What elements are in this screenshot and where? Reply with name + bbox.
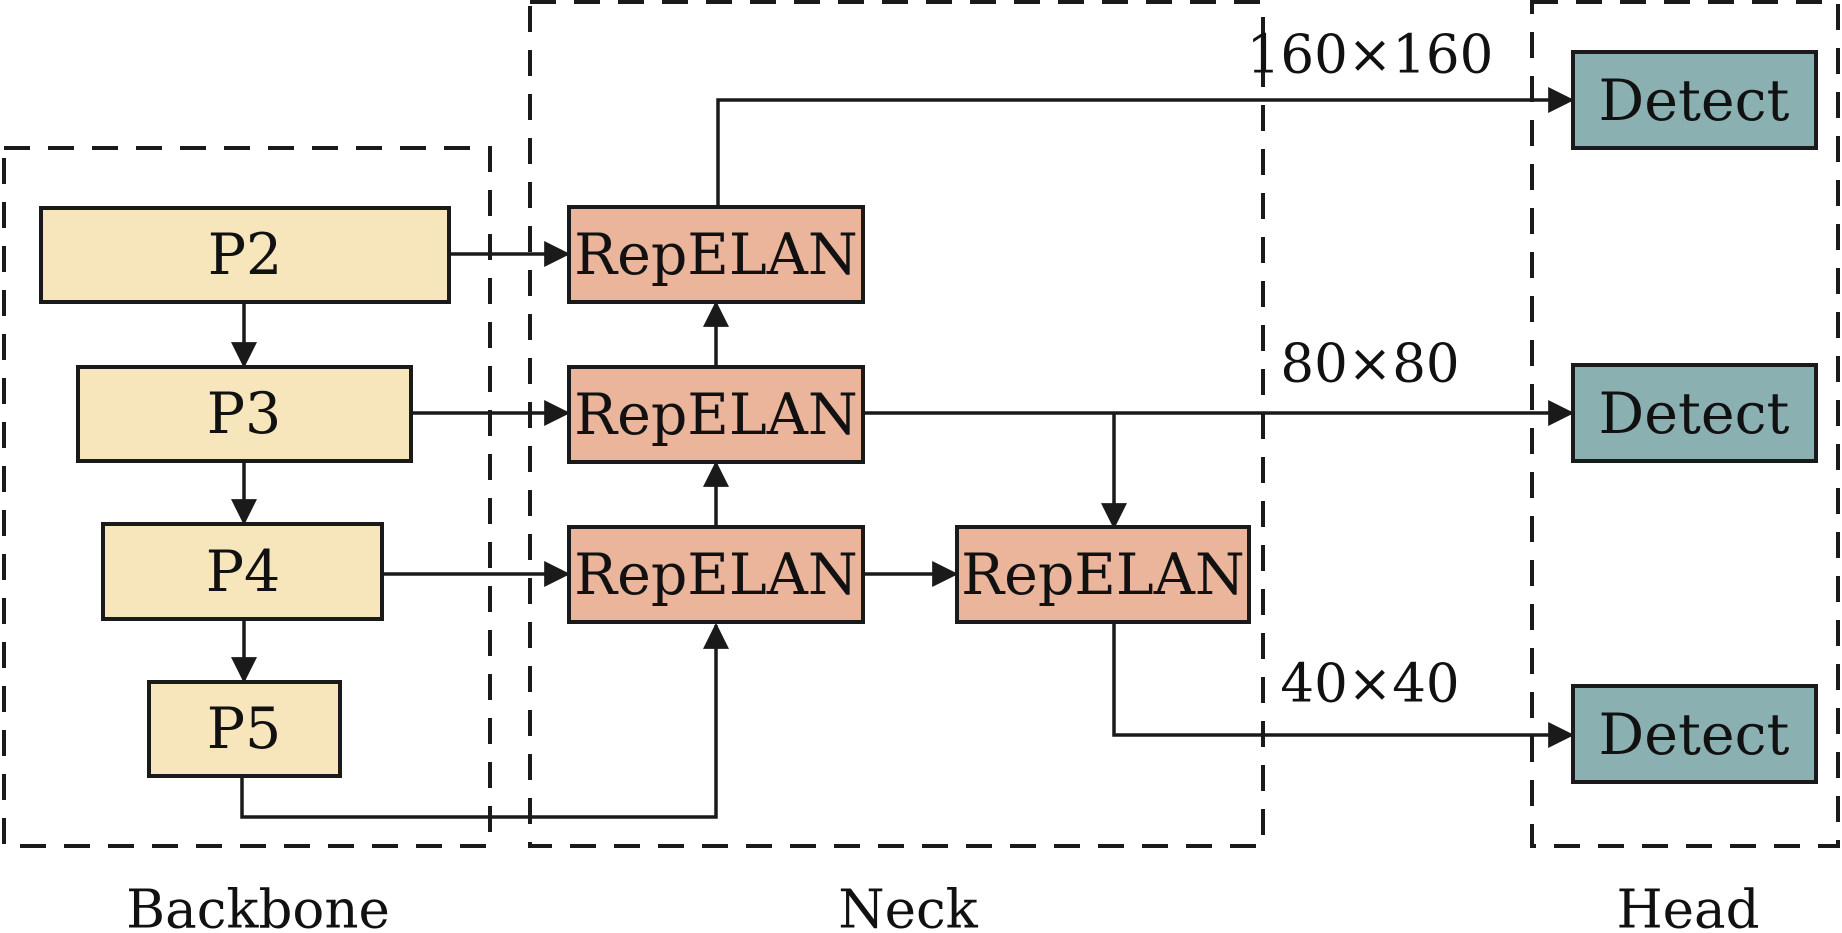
repelan-middle-box xyxy=(567,365,865,464)
p4-box xyxy=(101,522,384,621)
p4-label: P4 xyxy=(206,539,281,605)
detect-1-box xyxy=(1571,50,1818,150)
p2-box xyxy=(39,206,451,304)
repelan-right-box xyxy=(955,525,1251,624)
detect-3-label: Detect xyxy=(1599,702,1790,768)
p5-box xyxy=(147,680,342,778)
repelan-right-label: RepELAN xyxy=(961,542,1245,608)
detect-1-label: Detect xyxy=(1599,68,1790,134)
p2-label: P2 xyxy=(208,222,283,288)
repelan-top-label: RepELAN xyxy=(574,222,858,288)
detect-2-label: Detect xyxy=(1599,381,1790,447)
detect-3-box xyxy=(1571,684,1818,784)
backbone-region xyxy=(2,146,492,848)
scale-label-80: 80×80 xyxy=(1280,334,1459,395)
backbone-group: P2 P3 P4 P5 xyxy=(39,206,451,778)
head-region xyxy=(1530,0,1840,848)
repelan-bottom-label: RepELAN xyxy=(574,542,858,608)
arrow-repelan-right-to-detect-3 xyxy=(1112,622,1575,748)
head-section-label: Head xyxy=(1616,880,1759,933)
p3-label: P3 xyxy=(207,381,282,447)
connectors xyxy=(231,87,1575,819)
head-group: Detect Detect Detect xyxy=(1571,50,1818,784)
neck-group: RepELAN RepELAN RepELAN RepELAN xyxy=(567,205,1251,624)
neck-section-label: Neck xyxy=(838,880,978,933)
backbone-section-label: Backbone xyxy=(126,880,390,933)
neck-region xyxy=(528,0,1265,848)
arrow-repelan-top-to-detect-1 xyxy=(716,87,1575,206)
arrow-p5-to-repelan-bottom xyxy=(240,622,729,819)
repelan-top-box xyxy=(567,205,865,304)
scale-label-160: 160×160 xyxy=(1247,25,1494,86)
repelan-middle-label: RepELAN xyxy=(574,382,858,448)
detect-2-box xyxy=(1571,363,1818,463)
p5-label: P5 xyxy=(207,696,282,762)
scale-label-40: 40×40 xyxy=(1280,654,1459,715)
repelan-bottom-box xyxy=(567,525,865,624)
p3-box xyxy=(76,365,413,463)
